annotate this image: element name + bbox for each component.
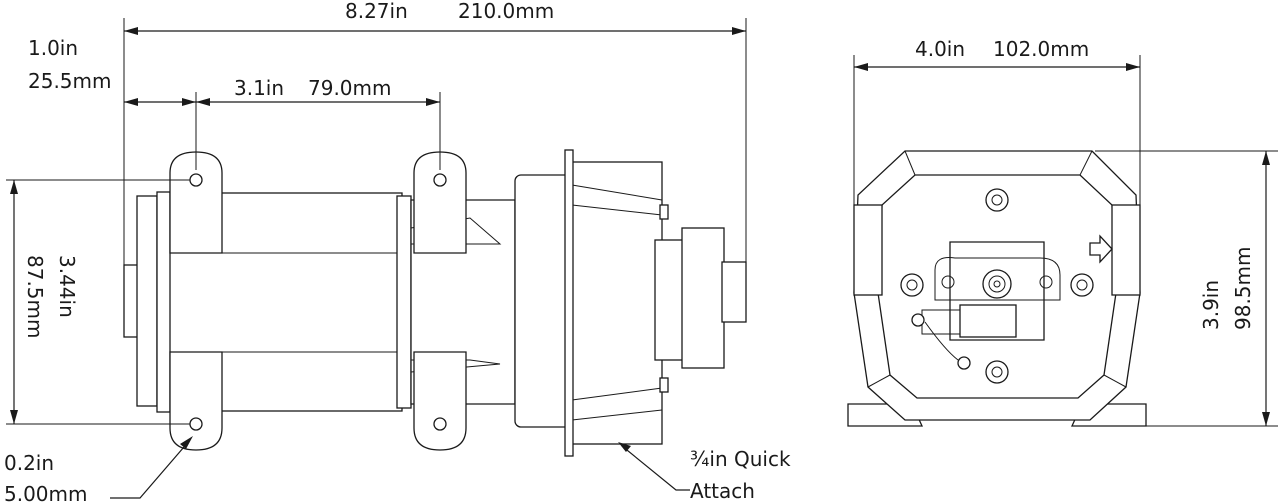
end-height-in: 3.9in	[1199, 280, 1223, 330]
port-callout-line2: Attach	[690, 479, 755, 503]
pressure-switch-adjuster	[982, 269, 1012, 299]
hole-diameter-in: 0.2in	[4, 451, 54, 475]
end-height-mm: 98.5mm	[1231, 247, 1255, 331]
front-mount-hole-bottom	[433, 417, 447, 431]
end-offset-in: 1.0in	[28, 36, 78, 60]
end-view-dimensions: 4.0in 102.0mm 3.9in 98.5mm	[853, 37, 1278, 427]
screw-top	[985, 188, 1009, 212]
hole-diameter-mm: 5.00mm	[4, 482, 88, 504]
side-view-pump	[123, 149, 747, 457]
screw-bottom	[985, 360, 1009, 384]
side-tab-left	[853, 204, 883, 296]
end-width-mm: 102.0mm	[993, 37, 1089, 61]
hole-spacing-mm: 79.0mm	[308, 76, 392, 100]
rear-mount-hole-bottom	[189, 417, 203, 431]
front-mount-hole-top	[433, 173, 447, 187]
motor-rear-plate	[136, 195, 158, 407]
head-bolt	[659, 204, 669, 220]
quick-attach-port	[654, 239, 686, 361]
end-offset-mm: 25.5mm	[28, 69, 112, 93]
flow-direction-icon	[1089, 234, 1113, 264]
rear-mount-hole-top	[189, 173, 203, 187]
hole-spacing-in: 3.1in	[234, 76, 284, 100]
screw-right	[1070, 273, 1094, 297]
end-view-pump	[847, 150, 1147, 427]
side-height-in: 3.44in	[55, 255, 79, 318]
screw-left	[900, 273, 924, 297]
motor-rear-flange	[156, 191, 172, 413]
end-width-in: 4.0in	[915, 37, 965, 61]
overall-length-in: 8.27in	[345, 0, 408, 23]
side-tab-right	[1111, 204, 1141, 296]
front-mount-tab-bottom	[413, 351, 467, 451]
terminal-connector	[959, 304, 1017, 338]
overall-length-mm: 210.0mm	[458, 0, 554, 23]
head-bolt	[659, 377, 669, 393]
side-height-mm: 87.5mm	[23, 255, 47, 339]
rear-mount-tab-bottom	[169, 351, 223, 451]
motor-end-cap	[123, 264, 139, 338]
side-view-dimensions: 8.27in 210.0mm 1.0in 25.5mm 3.1in 79.0mm…	[4, 0, 791, 504]
port-callout-line1: ¾in Quick	[690, 447, 791, 471]
